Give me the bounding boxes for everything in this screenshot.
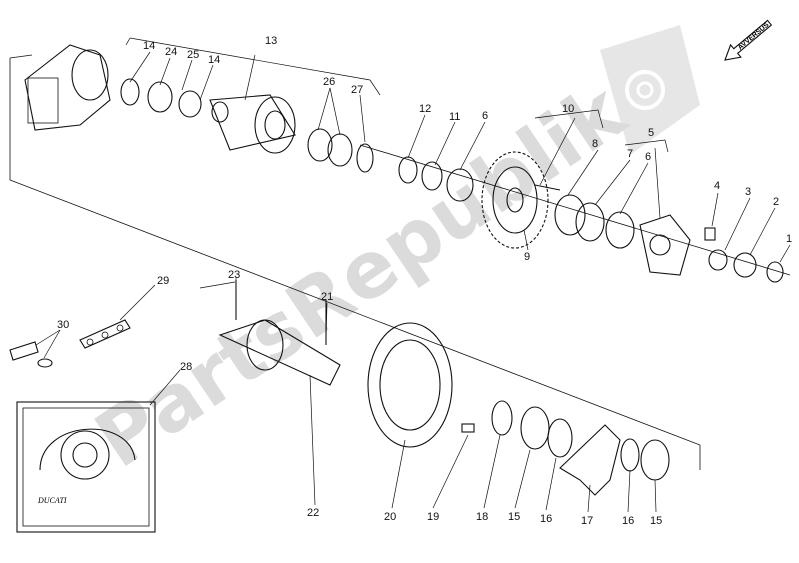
callout-16b: 16: [622, 515, 634, 527]
callout-19: 19: [427, 511, 439, 523]
callout-27: 27: [351, 84, 363, 96]
callout-11: 11: [449, 111, 460, 123]
callout-7: 7: [627, 148, 633, 160]
brake-disc-part-20: [367, 322, 453, 448]
callout-8: 8: [592, 138, 598, 150]
callout-17: 17: [581, 515, 593, 527]
callout-1: 1: [786, 233, 792, 245]
cover-plate-part-28: DUCATI: [16, 401, 156, 533]
flange-part-5: [639, 214, 691, 276]
callout-20: 20: [384, 511, 396, 523]
callout-15b: 15: [650, 515, 662, 527]
callout-6b: 6: [645, 151, 651, 163]
callout-16a: 16: [540, 513, 552, 525]
bolt-part-19: [461, 423, 475, 433]
callout-25: 25: [187, 49, 199, 61]
callout-9: 9: [524, 251, 530, 263]
callout-26: 26: [323, 76, 335, 88]
callout-2: 2: [773, 196, 779, 208]
bracket-part-17: [559, 424, 670, 496]
hub-part-13: [209, 94, 296, 154]
sprocket-cover-housing: [24, 44, 111, 131]
callout-10: 10: [562, 103, 574, 115]
rear-sprocket-part-9: [481, 151, 549, 249]
direction-arrow-icon: AVVERSUS: [724, 19, 773, 61]
callout-12: 12: [419, 103, 431, 115]
assembly-frame: [9, 54, 791, 470]
callout-4: 4: [714, 180, 720, 192]
callout-30: 30: [57, 319, 69, 331]
washers-12-11-6: [398, 156, 474, 202]
callout-28: 28: [180, 361, 192, 373]
callout-29: 29: [157, 275, 169, 287]
direction-marker-text: AVVERSUS: [737, 21, 771, 51]
callout-23: 23: [228, 269, 240, 281]
callout-22: 22: [307, 507, 319, 519]
leader-lines: [35, 37, 791, 513]
fasteners-1-4: [704, 227, 784, 283]
callout-18: 18: [476, 511, 488, 523]
callout-24: 24: [165, 46, 177, 58]
watermark: PartsRepublik: [80, 25, 700, 486]
chain-link-part-29: [79, 319, 131, 349]
bearing-group-left: [120, 78, 229, 123]
bearing-group-26-27: [307, 128, 374, 173]
watermark-gear-icon: [600, 25, 700, 155]
callout-6a: 6: [482, 110, 488, 122]
chain-link-part-30: [9, 341, 53, 368]
callout-3: 3: [745, 186, 751, 198]
callout-14a: 14: [143, 40, 155, 52]
callout-5: 5: [648, 127, 654, 139]
spacer-group-7-8: [534, 184, 635, 249]
rings-18-15-16: [491, 400, 573, 458]
plate-logo-text: DUCATI: [37, 496, 67, 505]
callout-21: 21: [321, 291, 333, 303]
callout-15a: 15: [508, 511, 520, 523]
callout-14b: 14: [208, 54, 220, 66]
callout-13: 13: [265, 35, 277, 47]
callout-labels: 13 14 24 25 14 26 27 12 11 6 10 8 7 6 5 …: [57, 35, 792, 527]
